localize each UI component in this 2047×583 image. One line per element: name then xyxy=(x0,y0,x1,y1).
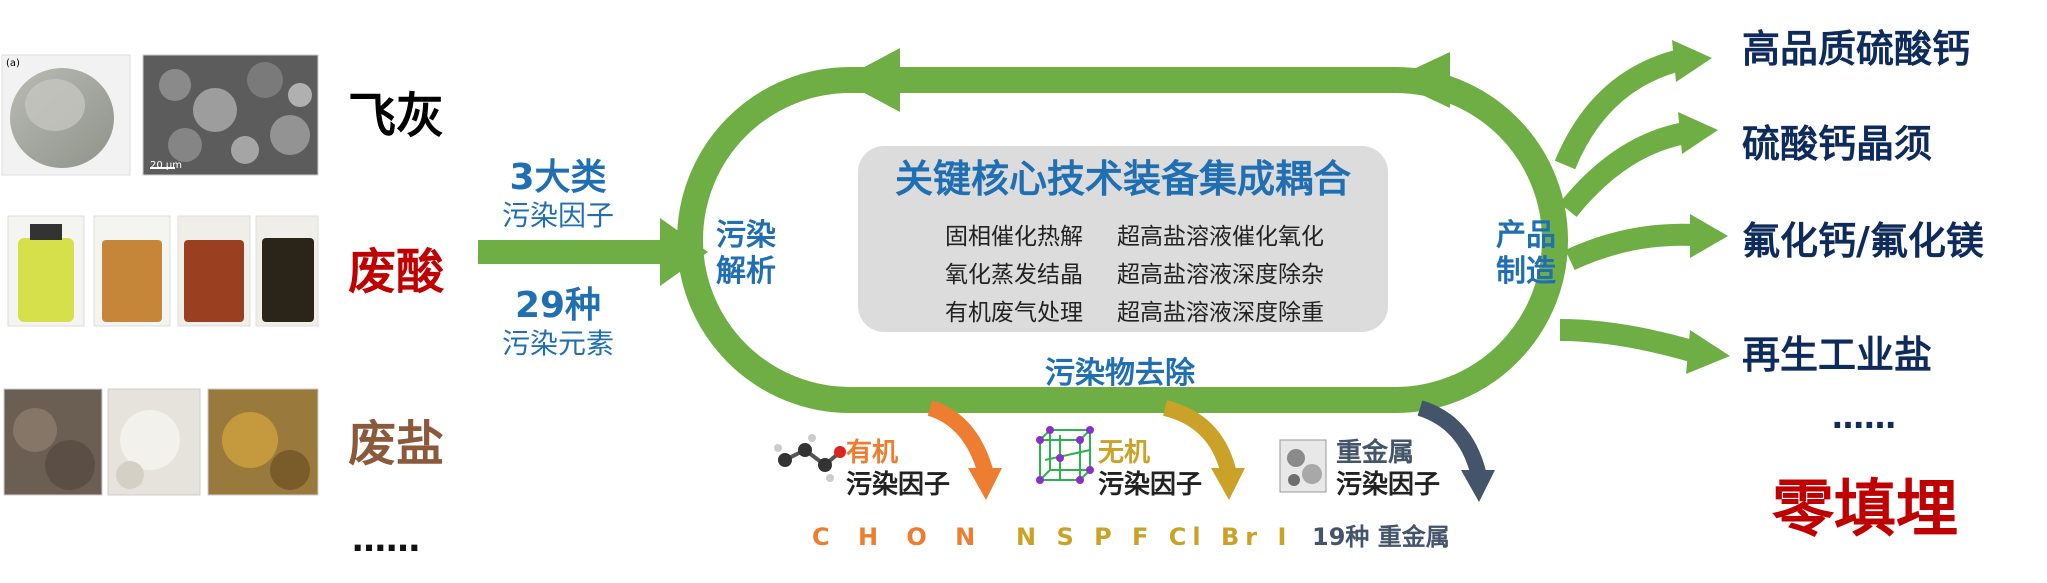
heavy-metal-icon xyxy=(1279,439,1327,493)
removal-arrowheads xyxy=(968,468,1495,502)
organic-molecule-icon xyxy=(774,434,846,482)
fly-ash-sem-image xyxy=(142,54,319,176)
fly-ash-photo xyxy=(1,54,131,176)
pollutant-inorganic-elements: N S P F Cl Br I xyxy=(1016,523,1293,551)
tech-left-2: 氧化蒸发结晶 xyxy=(945,262,1083,288)
source-fly-ash: 飞灰 xyxy=(348,88,445,144)
pollutant-heavy-metal-title: 重金属 xyxy=(1336,438,1415,468)
scale-bar-label: 20 μm xyxy=(150,160,183,171)
stage-analysis: 污染 解析 xyxy=(716,218,776,289)
product-arrowheads xyxy=(1672,40,1730,374)
pollutant-organic-elements: C H O N xyxy=(812,523,986,551)
waste-acid-photos xyxy=(7,215,319,327)
pollutant-organic-label: 污染因子 xyxy=(846,470,951,500)
product-4: 再生工业盐 xyxy=(1742,333,1933,377)
elements-label: 污染元素 xyxy=(501,327,614,360)
waste-salt-photos xyxy=(3,388,319,496)
categories-count: 3大类 xyxy=(509,157,607,198)
tech-left-1: 固相催化热解 xyxy=(945,224,1083,250)
pollutant-inorganic-title: 无机 xyxy=(1098,438,1151,468)
sources-more: …… xyxy=(352,520,420,560)
elements-count: 29种 xyxy=(514,285,602,326)
core-technology-panel xyxy=(858,146,1388,332)
inorganic-atoms xyxy=(1036,426,1094,484)
product-1: 高品质硫酸钙 xyxy=(1742,27,1971,71)
tech-right-1: 超高盐溶液催化氧化 xyxy=(1117,224,1324,250)
stage-removal: 污染物去除 xyxy=(1045,356,1195,391)
pollutant-inorganic-label: 污染因子 xyxy=(1098,470,1203,500)
tech-right-2: 超高盐溶液深度除杂 xyxy=(1117,262,1324,288)
product-3: 氟化钙/氟化镁 xyxy=(1742,219,1984,263)
categories-label: 污染因子 xyxy=(501,199,614,232)
pollutant-heavy-metal-label: 污染因子 xyxy=(1336,470,1441,500)
pollutant-organic-title: 有机 xyxy=(846,438,899,468)
tech-right-3: 超高盐溶液深度除重 xyxy=(1117,300,1324,326)
core-title: 关键核心技术装备集成耦合 xyxy=(894,157,1351,201)
products-more: …… xyxy=(1832,398,1896,436)
product-2: 硫酸钙晶须 xyxy=(1742,122,1933,166)
source-waste-salt: 废盐 xyxy=(348,416,445,472)
removal-arrows xyxy=(927,400,1486,475)
source-waste-acid: 废酸 xyxy=(348,244,445,300)
product-arrows xyxy=(1554,49,1699,363)
process-loop xyxy=(677,48,1568,413)
stage-manufacture: 产品 制造 xyxy=(1496,218,1556,289)
pollutant-heavy-metal-elements: 19种 重金属 xyxy=(1312,523,1450,551)
photo-tag: (a) xyxy=(6,58,20,69)
tech-left-3: 有机废气处理 xyxy=(945,300,1083,326)
zero-landfill-goal: 零填埋 xyxy=(1772,472,1959,545)
